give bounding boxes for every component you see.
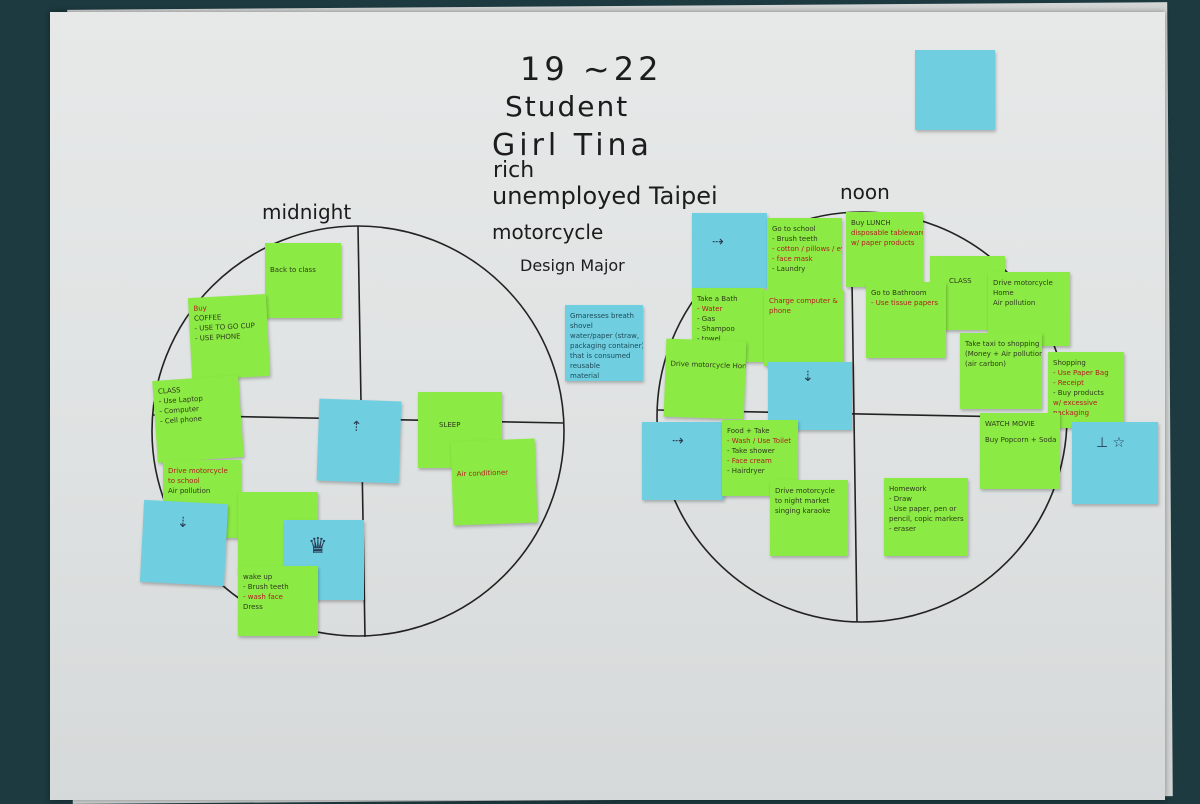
note-buy-coffee: Buy COFFEE - USE TO GO CUP - USE PHONE (187, 294, 271, 380)
arrow-sketch-icon: ⇢ (712, 234, 724, 250)
note-wake-up: wake up - Brush teeth - wash face Dress (238, 566, 318, 636)
note-go-to-school: Go to school - Brush teeth - cotton / pi… (767, 218, 842, 292)
blank-blue-note (915, 50, 995, 130)
persona-status: unemployed Taipei (492, 182, 718, 210)
arrow-sketch-icon: ⇡ (350, 418, 363, 436)
note-shopping: Shopping - Use Paper Bag - Receipt - Buy… (1048, 352, 1124, 428)
note-buy-lunch: Buy LUNCH disposable tableware w/ paper … (846, 212, 923, 287)
persona-vehicle: motorcycle (492, 220, 604, 244)
note-drive-night-market: Drive motorcycle to night market singing… (770, 480, 848, 556)
arrow-sketch-icon: ⇣ (802, 369, 814, 385)
arrow-sketch-icon: ⇢ (672, 433, 684, 449)
crown-icon: ♛ (308, 534, 328, 559)
persona-age: 19 ~22 (520, 50, 663, 88)
persona-major: Design Major (520, 256, 625, 275)
sketch-icon: ⊥ ☆ (1096, 435, 1126, 451)
note-charge-phone: Charge computer & phone (764, 290, 844, 366)
note-drive-home-2: Drive motorcycle Home (663, 338, 747, 420)
persona-role: Student (505, 90, 630, 123)
blue-note-arrow-right: ⇢ (692, 213, 767, 288)
note-back-to-class: Back to class (265, 243, 341, 318)
note-air-conditioner: Air conditioner (450, 438, 538, 526)
blue-note-down: ⇣ (139, 499, 229, 587)
note-take-taxi: Take taxi to shopping (Money + Air pollu… (960, 333, 1042, 409)
note-watch-movie: WATCH MOVIE Buy Popcorn + Soda (980, 413, 1060, 489)
persona-wealth: rich (493, 158, 535, 183)
center-blue-note: Gmaresses breath shovel water/paper (str… (565, 305, 643, 381)
note-homework: Homework - Draw - Use paper, pen or penc… (884, 478, 968, 556)
blue-note-sketch: ⊥ ☆ (1072, 422, 1158, 504)
blue-note-arrow: ⇡ (316, 398, 402, 484)
blue-note-left-arrow: ⇢ (642, 422, 724, 500)
blue-note-down-right: ⇣ (768, 362, 852, 430)
midnight-label: midnight (262, 200, 352, 224)
note-go-to-bathroom: Go to Bathroom - Use tissue papers (866, 282, 946, 358)
persona-name: Girl Tina (492, 128, 653, 163)
noon-label: noon (840, 180, 890, 204)
arrow-sketch-icon: ⇣ (176, 514, 190, 532)
note-class-laptop: CLASS - Use Laptop - Computer - Cell pho… (152, 375, 244, 463)
